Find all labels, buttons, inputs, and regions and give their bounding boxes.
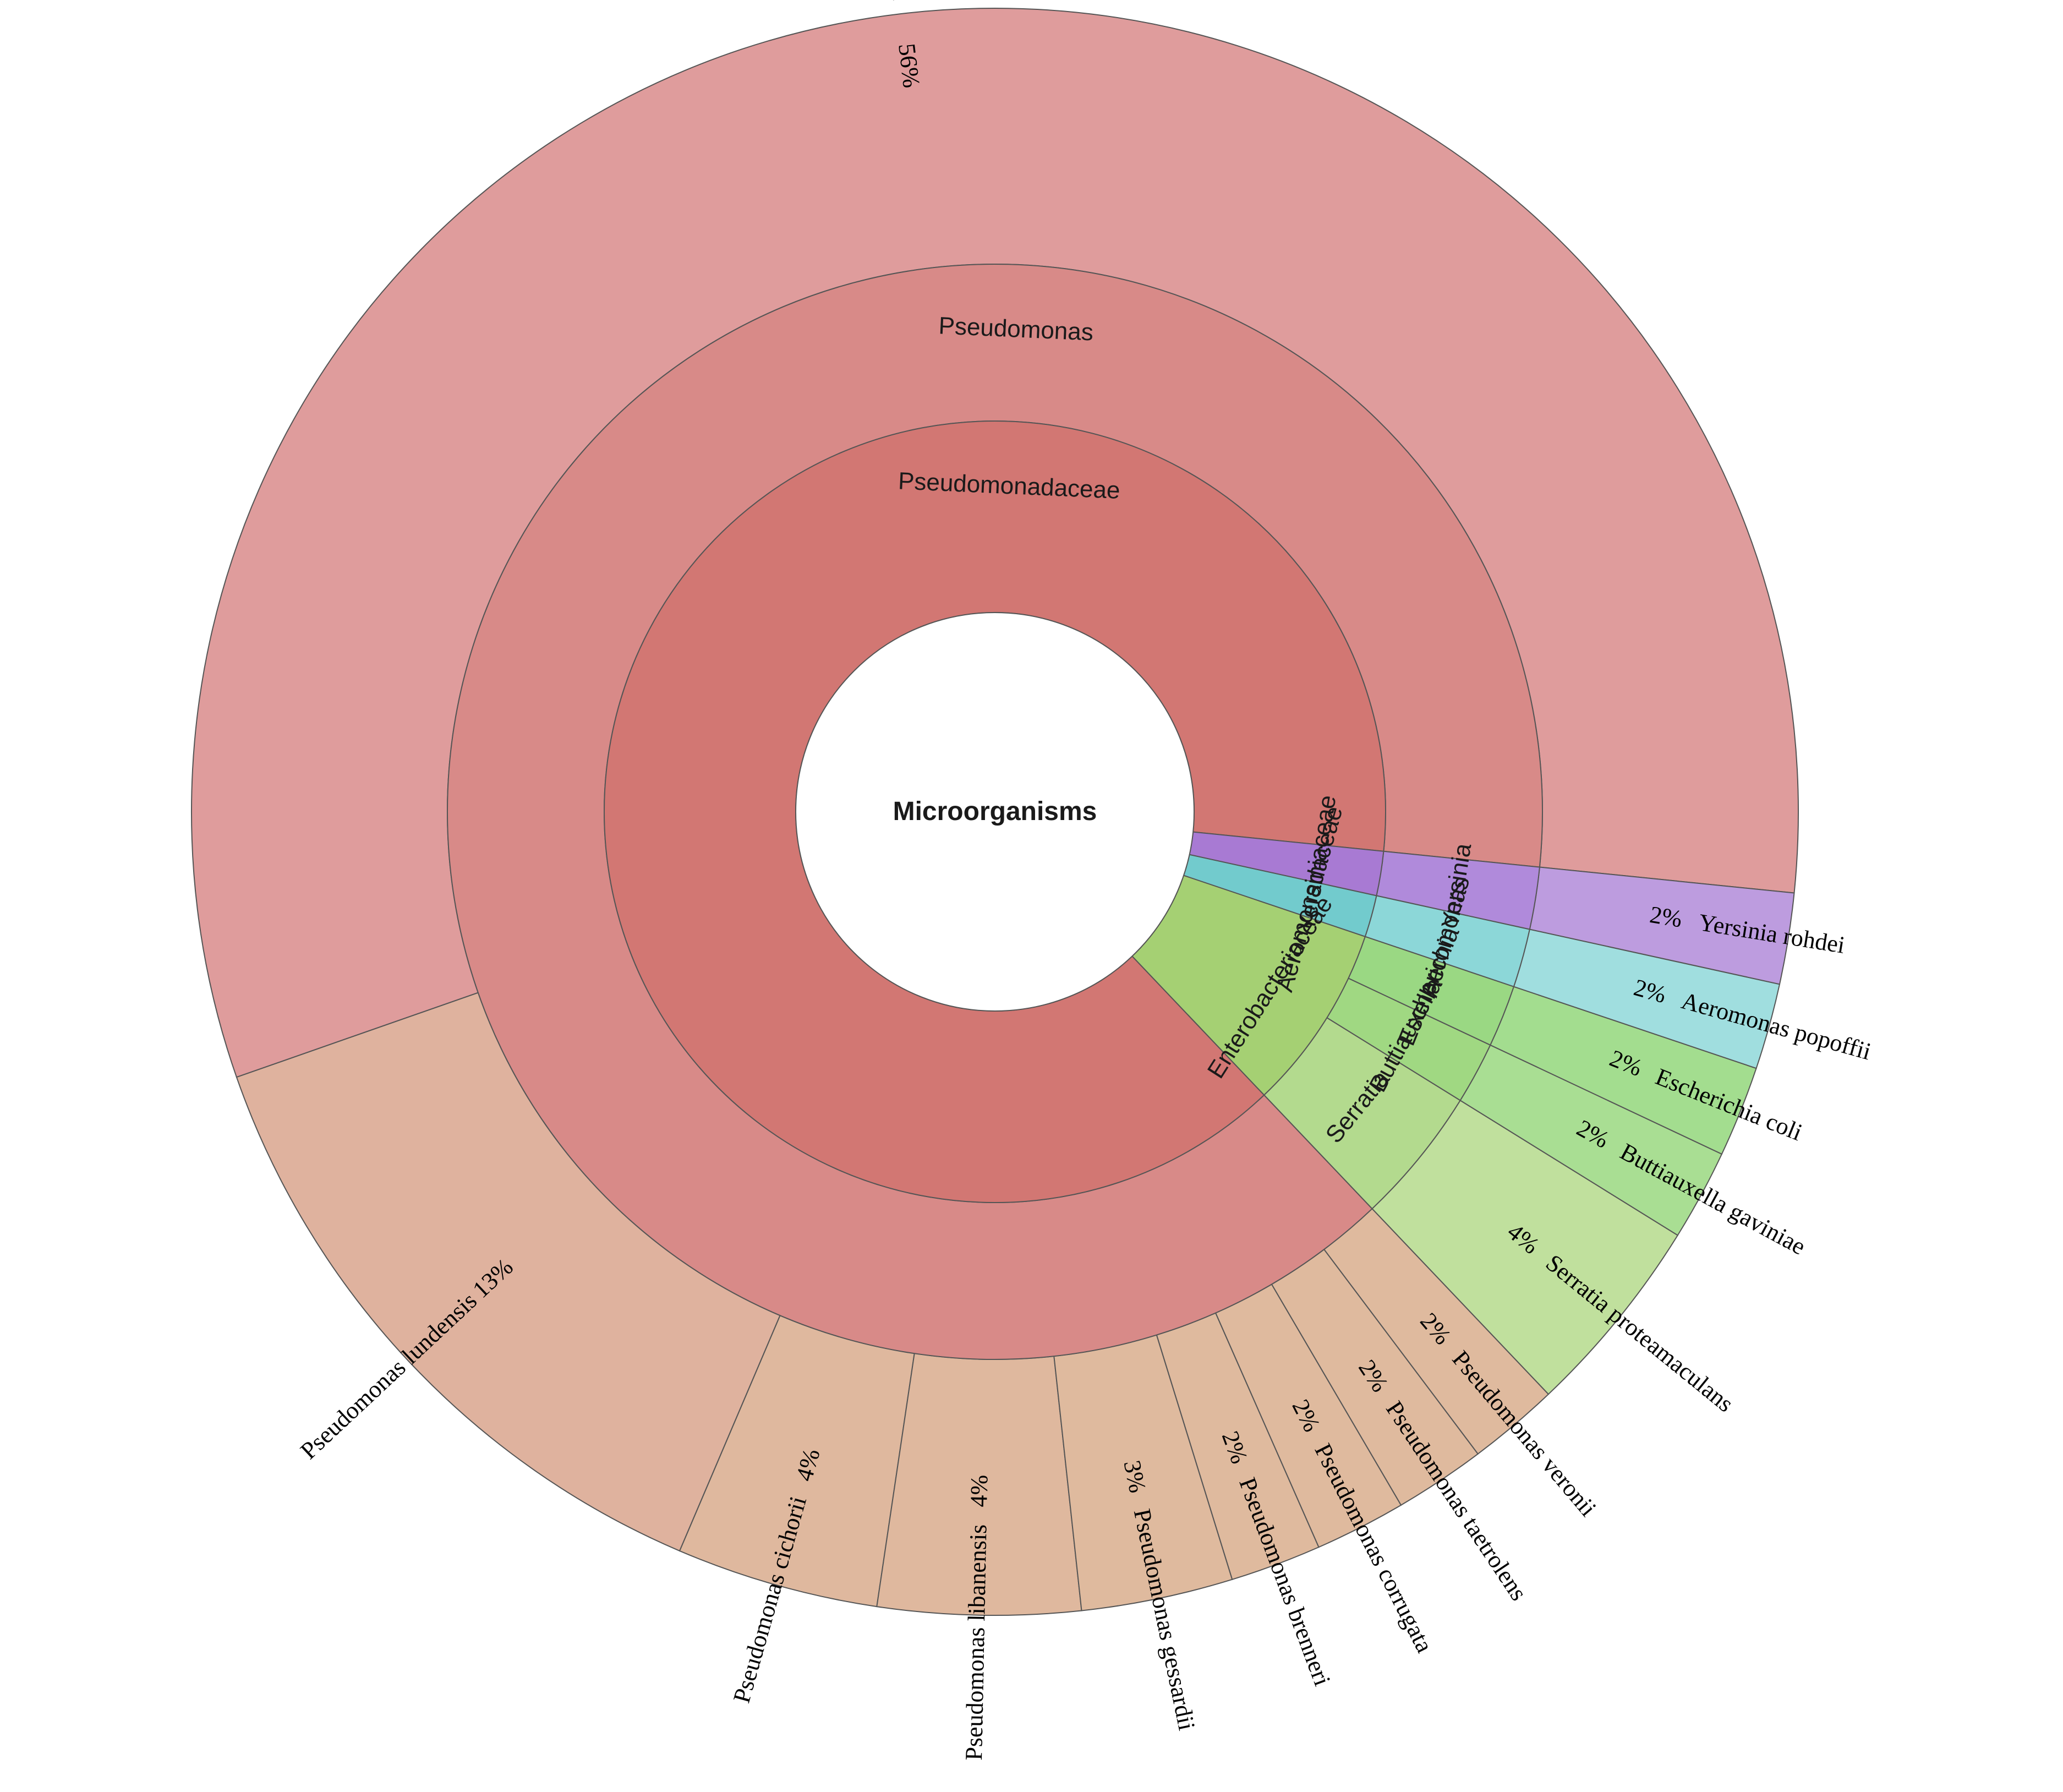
species-name-label: Pseudomonas fragi xyxy=(866,0,915,2)
species-pct-label: 2% xyxy=(1648,901,1684,933)
species-name-label: Pseudomonas libanensis xyxy=(960,1524,992,1761)
species-pct-label: 4% xyxy=(965,1474,993,1507)
chart-title: Microorganisms xyxy=(893,797,1097,826)
family-ring xyxy=(604,420,1386,1203)
species-ring xyxy=(191,8,1799,1616)
genus-label-pseudomonas: Pseudomonas xyxy=(938,312,1094,346)
center-hole xyxy=(795,612,1195,1012)
species-pct-label: 56% xyxy=(893,42,925,89)
species-pct-label: 3% xyxy=(1118,1458,1151,1495)
